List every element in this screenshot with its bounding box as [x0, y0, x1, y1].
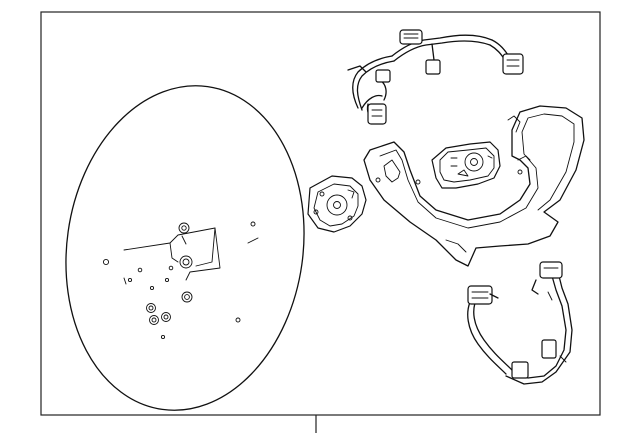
- steering-wheel-assembly[interactable]: [45, 70, 324, 426]
- upper-wiring-harness[interactable]: [347, 29, 524, 125]
- diagram-frame: [40, 11, 601, 416]
- cruise-control-switch[interactable]: [307, 175, 367, 233]
- steering-wheel-trim-bezel[interactable]: [363, 105, 585, 267]
- lower-wiring-harness[interactable]: [467, 261, 573, 385]
- audio-control-switch[interactable]: [431, 141, 501, 189]
